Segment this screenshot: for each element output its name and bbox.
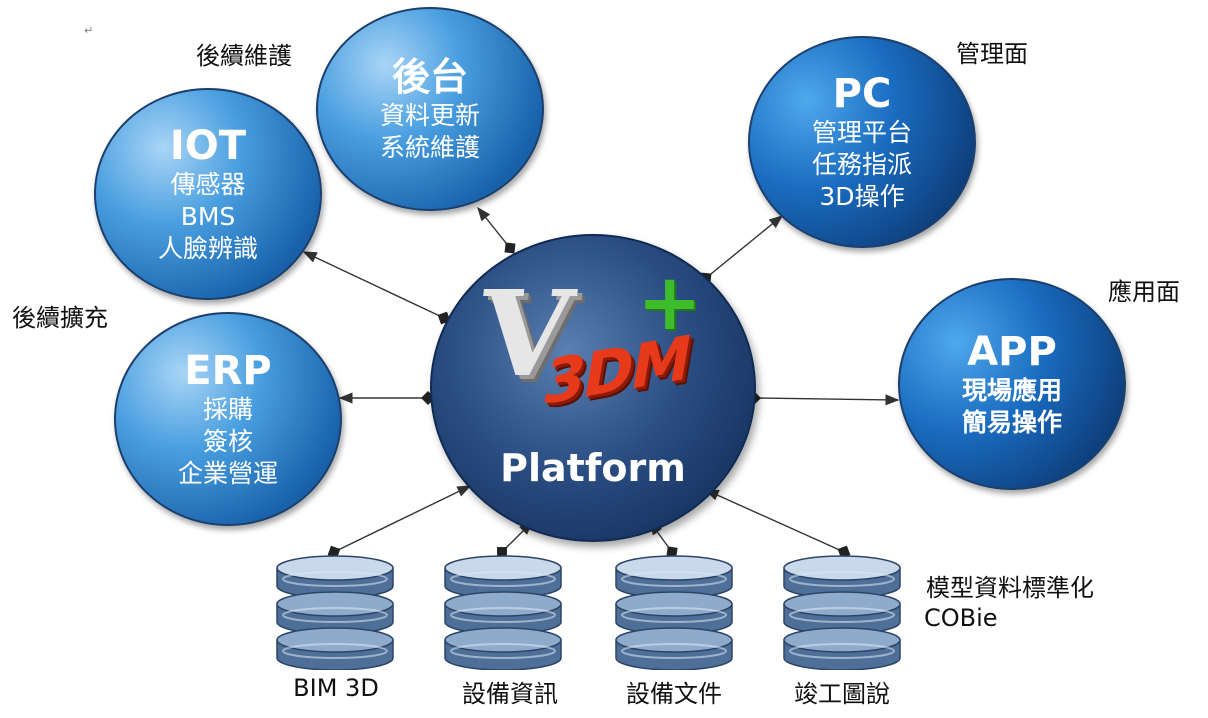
database-icon	[444, 555, 562, 670]
node-title: ERP	[184, 348, 272, 394]
database-label: 竣工圖說	[794, 680, 890, 708]
database-label: BIM 3D	[293, 674, 379, 702]
connector-arrow	[302, 251, 451, 325]
database-label: 設備資訊	[462, 680, 558, 708]
label-maintenance: 後續維護	[196, 42, 292, 70]
label-cobie: COBie	[924, 604, 998, 632]
platform-hub: V + 3DM Platform	[430, 234, 756, 542]
database-icon	[783, 555, 901, 670]
node-line: 簽核	[202, 427, 253, 456]
connector-arrow	[747, 391, 900, 406]
database-icon	[615, 555, 733, 670]
node-line: BMS	[180, 202, 236, 231]
node-line: 資料更新	[379, 101, 480, 130]
label-standard: 模型資料標準化	[926, 574, 1094, 602]
label-management: 管理面	[956, 40, 1028, 68]
node-line: 企業營運	[177, 459, 278, 488]
backend-node: 後台 資料更新 系統維護	[316, 7, 544, 211]
node-line: 任務指派	[811, 150, 912, 179]
database-label: 設備文件	[626, 680, 722, 708]
logo-plus-icon: +	[637, 258, 703, 348]
node-title: APP	[967, 329, 1057, 375]
node-title: PC	[832, 71, 892, 117]
label-expansion: 後續擴充	[12, 304, 108, 332]
node-line: 傳感器	[170, 170, 246, 199]
paragraph-mark: ↵	[84, 24, 94, 37]
pc-node: PC 管理平台 任務指派 3D操作	[748, 36, 976, 248]
node-line: 系統維護	[379, 133, 480, 162]
iot-node: IOT 傳感器 BMS 人臉辨識	[94, 88, 322, 300]
app-node: APP 現場應用 簡易操作	[898, 278, 1126, 490]
node-line: 3D操作	[819, 182, 905, 211]
erp-node: ERP 採購 簽核 企業營運	[114, 312, 342, 526]
node-line: 人臉辨識	[157, 234, 258, 263]
database-icon	[276, 555, 394, 670]
node-line: 簡易操作	[961, 408, 1062, 437]
node-line: 管理平台	[811, 118, 912, 147]
node-line: 採購	[202, 395, 253, 424]
connector-arrow	[704, 489, 851, 559]
node-line: 現場應用	[961, 376, 1062, 405]
connector-arrow	[700, 215, 784, 284]
node-title: IOT	[169, 123, 247, 169]
connector-arrow	[327, 485, 472, 559]
connector-arrow	[477, 206, 516, 254]
label-application: 應用面	[1108, 278, 1180, 306]
platform-label: Platform	[500, 446, 686, 490]
node-title: 後台	[391, 55, 468, 99]
